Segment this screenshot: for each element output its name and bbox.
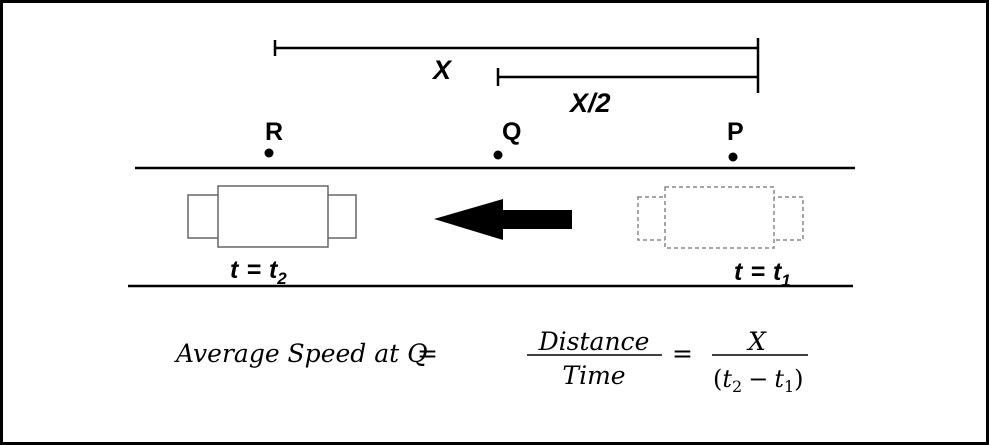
time-t2-eq: = bbox=[246, 256, 261, 284]
time-t2-base: t bbox=[269, 256, 279, 284]
distance-x-bracket bbox=[273, 38, 760, 93]
svg-text:t=t2: t=t2 bbox=[230, 256, 287, 288]
car-dashed-icon bbox=[637, 186, 804, 249]
point-p-label: P bbox=[727, 118, 744, 146]
formula-num2: X bbox=[746, 327, 767, 356]
distance-x-label: X bbox=[431, 55, 453, 85]
formula-den2: (t2−t1) bbox=[713, 365, 804, 396]
point-r-label: R bbox=[265, 118, 283, 146]
direction-arrow-icon bbox=[434, 199, 572, 240]
time-t1-var: t bbox=[734, 258, 744, 286]
formula-den2-open: ( bbox=[713, 365, 722, 393]
point-p-dot bbox=[728, 152, 738, 162]
time-t2-sub: 2 bbox=[276, 269, 287, 288]
car-solid-icon bbox=[187, 185, 357, 248]
formula-den2-t2: t bbox=[722, 365, 732, 393]
distance-half-x-label: X/2 bbox=[568, 88, 611, 118]
time-t2-var: t bbox=[230, 256, 240, 284]
formula-den1: Time bbox=[562, 361, 625, 390]
svg-text:t=t1: t=t1 bbox=[734, 258, 791, 290]
formula-den2-close: ) bbox=[794, 365, 803, 393]
formula-eq1: = bbox=[417, 339, 438, 368]
formula-lhs: Average Speed at Q bbox=[174, 339, 428, 368]
average-speed-formula: Average Speed at Q = Distance Time = X (… bbox=[174, 327, 808, 396]
formula-eq2: = bbox=[672, 339, 693, 368]
formula-den2-sub1: 1 bbox=[784, 377, 794, 396]
time-t1-sub: 1 bbox=[781, 271, 790, 290]
time-t2-label: t=t2 bbox=[230, 256, 287, 288]
formula-den2-minus: − bbox=[748, 365, 768, 393]
formula-num1: Distance bbox=[538, 327, 650, 356]
distance-half-x-bracket bbox=[496, 68, 758, 86]
time-t1-label: t=t1 bbox=[734, 258, 791, 290]
time-t1-base: t bbox=[773, 258, 783, 286]
point-r-dot bbox=[264, 148, 274, 158]
formula-den2-t1: t bbox=[774, 365, 784, 393]
formula-den2-sub2: 2 bbox=[732, 377, 742, 396]
time-t1-eq: = bbox=[750, 258, 765, 286]
point-q-dot bbox=[493, 150, 503, 160]
point-q-label: Q bbox=[502, 118, 521, 146]
